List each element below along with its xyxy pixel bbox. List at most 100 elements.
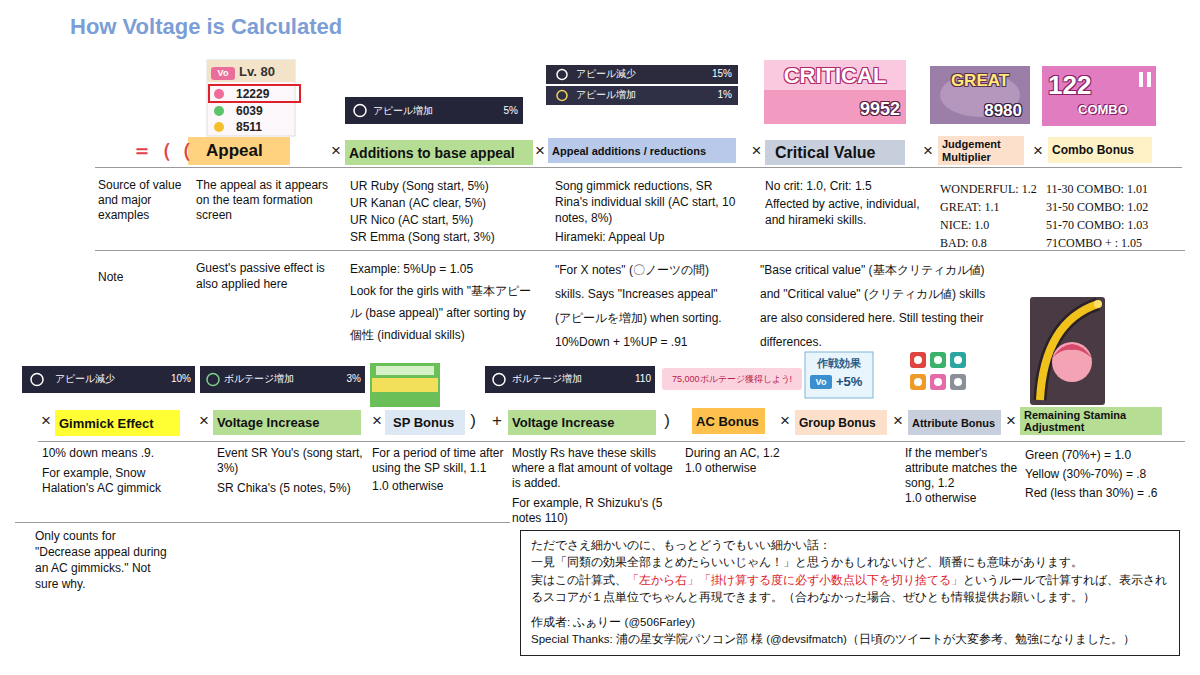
- gauge-frame: [1030, 297, 1105, 405]
- term-label: Attribute Bonus: [912, 417, 995, 429]
- pause-icon: [1147, 72, 1151, 87]
- text-group: 75,000ボルテージ獲得しよう!: [664, 372, 800, 386]
- screenshot-text: GREAT: [935, 70, 1025, 92]
- cell-text: 1.0 otherwise: [372, 479, 504, 494]
- operator: ×: [890, 411, 906, 431]
- table-rules: [15, 168, 1185, 523]
- text-group: Song gimmick reductions, SR Rina's indiv…: [555, 178, 743, 245]
- multiplier-text: WONDERFUL: 1.2: [940, 180, 1040, 198]
- screenshot-text: 10%: [155, 372, 191, 386]
- text-group: UR Ruby (Song start, 5%)UR Kanan (AC cle…: [350, 178, 540, 246]
- text-group: Mostly Rs have these skills where a flat…: [512, 446, 680, 526]
- text-group: Example: 5%Up = 1.05Look for the girls w…: [350, 258, 532, 346]
- attribute-icon: [930, 374, 946, 390]
- text-group: "Base critical value" (基本クリティカル値) and "C…: [760, 258, 995, 354]
- text-group: During an AC, 1.21.0 otherwise: [685, 446, 797, 476]
- cell-text: 10% down means .9.: [42, 446, 192, 461]
- cell-text: Red (less than 30%) = .6: [1025, 484, 1193, 503]
- screenshot-text: 作戦効果: [807, 356, 871, 370]
- screenshot-frame: [764, 60, 906, 124]
- cell-text: Look for the girls with "基本アピール (base ap…: [350, 280, 532, 346]
- term-label: Remaining Stamina Adjustment: [1024, 409, 1158, 433]
- pause-icon: [1139, 72, 1143, 87]
- text-group: Green (70%+) = 1.0Yellow (30%-70%) = .8R…: [1025, 446, 1193, 503]
- text-group: ×: [196, 411, 212, 431]
- screenshot-text: 1%: [696, 88, 732, 102]
- screenshot-text: アピール増加: [576, 88, 676, 102]
- note-paragraph: Special Thanks: 浦の星女学院パソコン部 様 (@devsifma…: [531, 631, 1169, 648]
- cell-text: Song gimmick reductions, SR Rina's indiv…: [555, 178, 743, 226]
- rule-line: [95, 167, 1182, 168]
- operator: ×: [1030, 141, 1046, 161]
- cell-text: The appeal as it appears on the team for…: [196, 178, 331, 223]
- term-label: Voltage Increase: [217, 415, 319, 430]
- operator: ×: [369, 411, 385, 431]
- formula-term-box: Additions to base appeal: [345, 140, 533, 165]
- sp-banner: [376, 366, 434, 375]
- text-group: 15%: [696, 67, 732, 81]
- term-label: SP Bonus: [393, 415, 454, 430]
- cell-text: Example: 5%Up = 1.05: [350, 258, 532, 280]
- note-paragraph: 実はこの計算式、「左から右」「掛け算する度に必ず小数点以下を切り捨てる」というル…: [531, 572, 1169, 607]
- ac-banner: [662, 368, 802, 390]
- skill-banner: [546, 65, 738, 84]
- term-label: Group Bonus: [799, 416, 876, 430]
- cell-text: SR Emma (Song start, 3%): [350, 229, 540, 246]
- operator: ): [467, 411, 479, 431]
- note-text: 実はこの計算式、: [531, 574, 627, 586]
- text-group: Note: [98, 270, 178, 285]
- screenshot-text: COMBO: [1078, 102, 1148, 118]
- screenshot-text: 8980: [945, 100, 1022, 121]
- formula-term-box: AC Bonus: [692, 408, 765, 434]
- rule-line: [38, 441, 1185, 442]
- skill-icon: [354, 105, 366, 117]
- operator: ): [661, 411, 673, 431]
- note-text: 一見「同類の効果全部まとめたらいいじゃん！」と思うかもしれないけど、順番にも意味…: [531, 556, 1083, 568]
- attribute-icon: [910, 374, 926, 390]
- screenshot-strip: [207, 60, 295, 82]
- text-group: 作戦効果: [807, 356, 871, 370]
- cell-text: Only counts for "Decrease appeal during …: [35, 528, 167, 592]
- screenshot-text: 9952: [826, 98, 900, 120]
- operator: ×: [328, 141, 344, 161]
- cell-text: UR Kanan (AC clear, 5%): [350, 195, 540, 212]
- vo-badge: [211, 67, 235, 80]
- operator: ＝（（: [132, 138, 188, 162]
- screenshot-text: +5%: [836, 373, 872, 391]
- text-group: ボルテージ増加: [512, 372, 622, 386]
- skill-banners: [22, 65, 738, 393]
- stamina-gauge: [1030, 297, 1105, 405]
- cell-text: For example, Snow Halation's AC gimmick: [42, 466, 192, 496]
- text-group: +: [489, 411, 505, 431]
- term-label: AC Bonus: [696, 414, 759, 429]
- attribute-mark: [954, 356, 962, 364]
- screenshot-text: Vo: [211, 67, 235, 80]
- text-group: ＝（（: [132, 138, 188, 162]
- screenshot-text: 6039: [236, 103, 294, 120]
- text-group: Only counts for "Decrease appeal during …: [35, 528, 167, 592]
- screenshot-text: 3%: [333, 372, 361, 386]
- text-group: ×: [890, 411, 906, 431]
- text-group: 5%: [490, 104, 518, 118]
- term-label: Combo Bonus: [1052, 143, 1134, 157]
- screenshot-text: 15%: [696, 67, 732, 81]
- note-text: 作成者: ふぁりー (@506Farley): [531, 616, 695, 628]
- formula-term-box: Critical Value: [765, 140, 905, 165]
- cell-text: If the member's attribute matches the so…: [905, 446, 1023, 491]
- text-group: Guest's passive effect is also applied h…: [196, 260, 326, 292]
- screenshot-text: 8511: [236, 119, 294, 136]
- multiplier-text: GREAT: 1.1: [940, 198, 1040, 216]
- formula-term-box: Attribute Bonus: [908, 410, 1001, 435]
- term-label: Critical Value: [775, 144, 876, 162]
- text-group: アピール増加: [373, 104, 483, 118]
- text-group: Vo: [211, 67, 235, 80]
- operator: ×: [196, 411, 212, 431]
- text-group: Vo: [810, 375, 832, 389]
- combo-screenshot: [1042, 66, 1156, 126]
- skill-banner: [200, 366, 365, 393]
- note-paragraph: 一見「同類の効果全部まとめたらいいじゃん！」と思うかもしれないけど、順番にも意味…: [531, 554, 1169, 571]
- gauge-bar: [1040, 304, 1098, 400]
- text-group: 11-30 COMBO: 1.0131-50 COMBO: 1.0251-70 …: [1046, 180, 1186, 252]
- text-group: 10% down means .9. For example, Snow Hala…: [42, 446, 192, 496]
- formula-term-box: Judgement Multiplier: [938, 136, 1024, 165]
